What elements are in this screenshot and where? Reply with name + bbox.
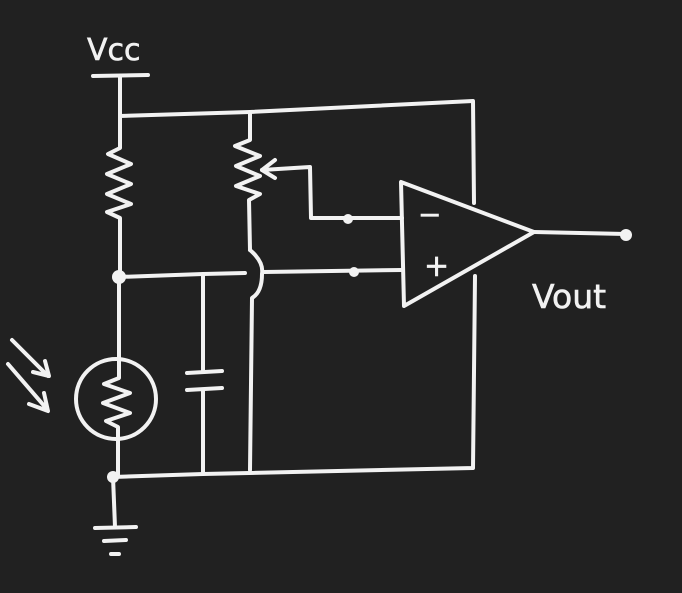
output-wire bbox=[532, 230, 628, 236]
plus-input-dot bbox=[349, 267, 359, 277]
ground-icon bbox=[93, 475, 138, 556]
inverting-input-label: − bbox=[418, 198, 441, 231]
vout-label: Vout bbox=[532, 277, 606, 316]
wiper-arrow-icon bbox=[260, 158, 277, 180]
light-arrow-icon-2 bbox=[6, 362, 50, 413]
wiper-wire bbox=[260, 165, 404, 220]
top-rail-wire bbox=[118, 75, 476, 205]
ldr-zigzag-icon bbox=[101, 360, 132, 478]
non-inverting-input-label: + bbox=[424, 249, 449, 284]
capacitor-icon bbox=[185, 272, 224, 476]
minus-input-dot bbox=[343, 214, 353, 224]
light-arrow-icon-1 bbox=[10, 338, 51, 378]
pot-crossover-wire bbox=[248, 248, 265, 472]
vcc-label: Vcc bbox=[87, 33, 141, 68]
bottom-rail-wire bbox=[111, 274, 477, 479]
fixed-resistor-icon bbox=[105, 114, 133, 278]
op-amp-icon bbox=[399, 180, 536, 308]
potentiometer-icon bbox=[233, 110, 262, 252]
output-terminal-dot bbox=[620, 229, 632, 241]
